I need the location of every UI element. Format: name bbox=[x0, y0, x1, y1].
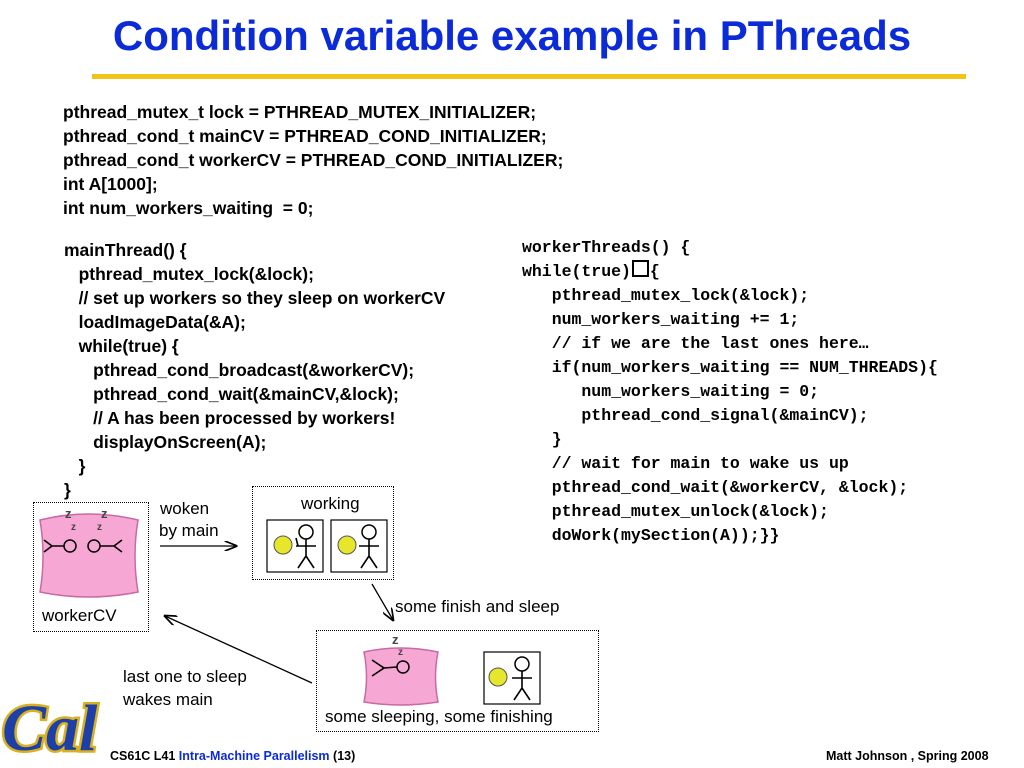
code-line: int num_workers_waiting = 0; bbox=[63, 198, 314, 218]
code-line: // set up workers so they sleep on worke… bbox=[64, 288, 446, 308]
global-declarations: pthread_mutex_t lock = PTHREAD_MUTEX_INI… bbox=[63, 100, 563, 220]
code-line: while(true) { bbox=[522, 260, 938, 284]
code-line: pthread_cond_wait(&workerCV, &lock); bbox=[522, 478, 909, 497]
code-line: pthread_cond_broadcast(&workerCV); bbox=[64, 360, 415, 380]
some-sleeping-label: some sleeping, some finishing bbox=[325, 707, 553, 726]
svg-text:z: z bbox=[392, 632, 399, 647]
finish-sleep-label: some finish and sleep bbox=[395, 597, 560, 616]
woken-label-line2: by main bbox=[159, 521, 219, 540]
code-line: pthread_mutex_t lock = PTHREAD_MUTEX_INI… bbox=[63, 102, 537, 122]
code-text: { bbox=[649, 262, 660, 281]
code-line: pthread_cond_t workerCV = PTHREAD_COND_I… bbox=[63, 150, 564, 170]
svg-text:z: z bbox=[71, 522, 76, 533]
code-line: workerThreads() { bbox=[522, 238, 691, 257]
footer-author: Matt Johnson , Spring 2008 bbox=[826, 749, 989, 763]
code-line: // A has been processed by workers! bbox=[64, 408, 396, 428]
working-figure-icon bbox=[330, 519, 388, 573]
code-line: pthread_mutex_lock(&lock); bbox=[522, 286, 810, 305]
finishing-figure-icon bbox=[483, 651, 541, 705]
footer-course-code: CS61C L41 bbox=[110, 749, 176, 763]
code-line: pthread_mutex_unlock(&lock); bbox=[522, 502, 829, 521]
svg-text:z: z bbox=[97, 522, 102, 533]
arrow-finish-sleep bbox=[371, 583, 393, 620]
code-line: while(true) { bbox=[64, 336, 179, 356]
workercv-label: workerCV bbox=[42, 606, 117, 625]
code-line: displayOnScreen(A); bbox=[64, 432, 267, 452]
cal-logo-text: Cal bbox=[2, 692, 98, 765]
code-line: num_workers_waiting += 1; bbox=[522, 310, 800, 329]
worker-thread-code: workerThreads() { while(true) { pthread_m… bbox=[522, 236, 938, 548]
last-one-label-line1: last one to sleep bbox=[123, 667, 247, 686]
footer-topic: Intra-Machine Parallelism bbox=[178, 749, 330, 763]
working-box bbox=[252, 486, 394, 580]
woken-label-line1: woken bbox=[160, 499, 210, 518]
svg-text:z: z bbox=[65, 506, 72, 521]
svg-text:z: z bbox=[101, 506, 108, 521]
svg-text:z: z bbox=[398, 647, 403, 658]
code-line: num_workers_waiting = 0; bbox=[522, 382, 820, 401]
sleeping-workers-pillow-icon: z z z z bbox=[39, 506, 139, 598]
code-line: doWork(mySection(A));}} bbox=[522, 526, 780, 545]
sleeping-worker-pillow-icon: z z bbox=[363, 632, 439, 706]
last-one-label-line2: wakes main bbox=[123, 690, 213, 709]
code-line: pthread_cond_signal(&mainCV); bbox=[522, 406, 869, 425]
code-line: mainThread() { bbox=[64, 240, 187, 260]
sleeping-finishing-box bbox=[316, 630, 599, 732]
main-thread-code: mainThread() { pthread_mutex_lock(&lock)… bbox=[64, 238, 445, 502]
code-line: } bbox=[522, 430, 562, 449]
slide-title: Condition variable example in PThreads bbox=[112, 12, 912, 59]
code-line: if(num_workers_waiting == NUM_THREADS){ bbox=[522, 358, 938, 377]
code-line: } bbox=[64, 480, 71, 500]
code-text: while(true) bbox=[522, 262, 631, 281]
workercv-box bbox=[33, 502, 149, 632]
footer-course: CS61C L41 Intra-Machine Parallelism (13) bbox=[110, 749, 355, 763]
code-line: loadImageData(&A); bbox=[64, 312, 246, 332]
cal-logo-outline: Cal bbox=[2, 692, 98, 765]
footer-page: (13) bbox=[333, 749, 356, 763]
code-line: // if we are the last ones here… bbox=[522, 334, 869, 353]
code-line: // wait for main to wake us up bbox=[522, 454, 849, 473]
working-figure-icon bbox=[266, 519, 324, 573]
code-line: pthread_cond_wait(&mainCV,&lock); bbox=[64, 384, 399, 404]
arrow-last-one bbox=[165, 616, 313, 684]
code-line: pthread_cond_t mainCV = PTHREAD_COND_INI… bbox=[63, 126, 547, 146]
working-label: working bbox=[301, 494, 360, 513]
missing-glyph-box-icon bbox=[631, 260, 649, 277]
title-underline bbox=[92, 74, 966, 79]
code-line: int A[1000]; bbox=[63, 174, 158, 194]
code-line: pthread_mutex_lock(&lock); bbox=[64, 264, 314, 284]
code-line: } bbox=[64, 456, 86, 476]
cal-logo-icon: Cal Cal bbox=[0, 690, 101, 768]
